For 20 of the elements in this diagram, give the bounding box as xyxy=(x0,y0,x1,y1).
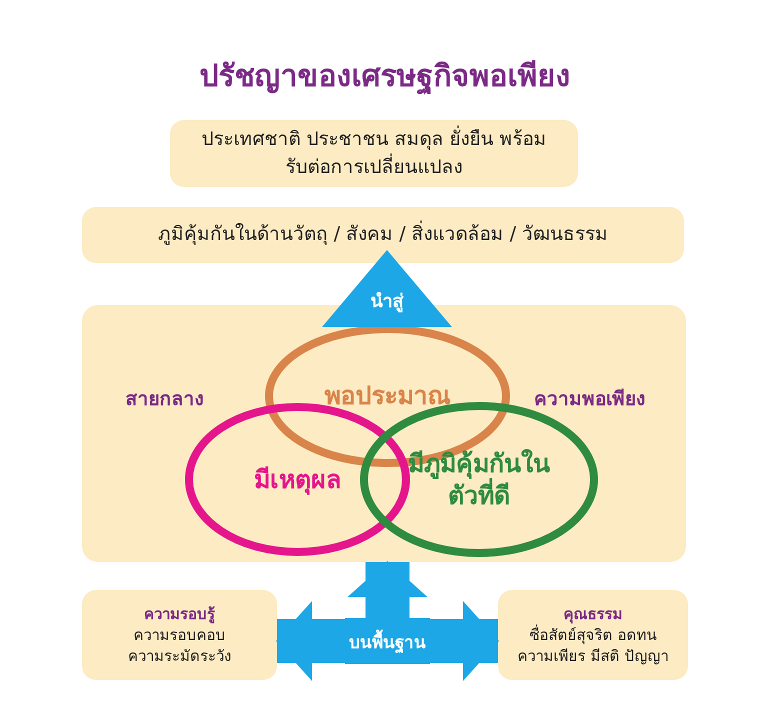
box-text: ภูมิคุ้มกันในด้านวัตถุ / สังคม / สิ่งแวดล้อม / วัฒนธรรม xyxy=(158,221,608,249)
diagram-title: ปรัชญาของเศรษฐกิจพอเพียง xyxy=(198,58,572,97)
card-heading: คุณธรรม xyxy=(564,604,622,624)
arrow-label: นำสู่ xyxy=(370,290,404,314)
card-text: ความเพียร มีสติ ปัญญา xyxy=(518,646,668,666)
box-text: ประเทศชาติ ประชาชน สมดุล ยั่งยืน พร้อมรับต่อการเปลี่ยนแปลง xyxy=(200,126,548,180)
card-heading: ความรอบรู้ xyxy=(144,604,215,624)
condition-box xyxy=(498,590,688,680)
result-box xyxy=(82,207,684,263)
ellipse-text: พอประมาณ xyxy=(324,380,450,412)
arrow-label: บนพื้นฐาน xyxy=(349,628,426,654)
side-label: ความพอเพียง xyxy=(533,387,646,412)
ellipse-text: มีภูมิคุ้มกันในตัวที่ดี xyxy=(407,448,551,511)
side-label: สายกลาง xyxy=(124,387,204,412)
card-text: ความระมัดระวัง xyxy=(128,646,231,666)
card-text: ความรอบคอบ xyxy=(134,624,226,646)
condition-box xyxy=(82,590,277,680)
outcome-box xyxy=(170,120,578,187)
ellipse-text: มีเหตุผล xyxy=(254,464,341,496)
card-text: ซื่อสัตย์สุจริต อดทน xyxy=(530,624,656,646)
